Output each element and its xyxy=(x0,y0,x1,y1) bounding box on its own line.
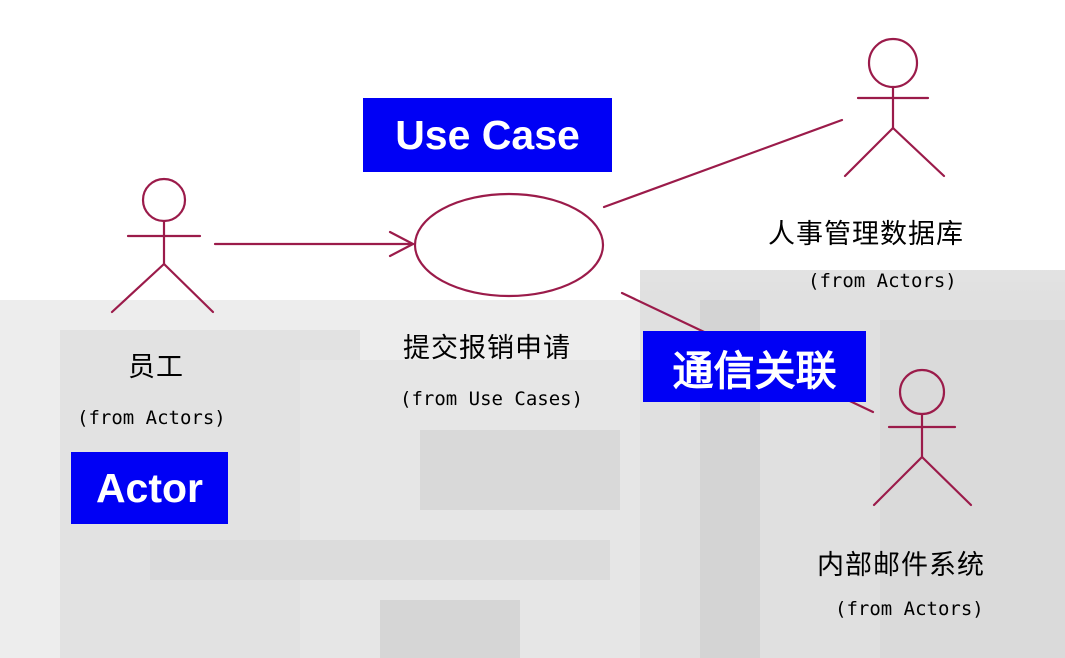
callout-actor: Actor xyxy=(71,452,228,524)
actor-employee-source: (from Actors) xyxy=(77,407,226,429)
actor-employee-figure[interactable] xyxy=(110,177,215,314)
association-line-hr-database[interactable] xyxy=(602,118,844,209)
actor-internal-mail-source: (from Actors) xyxy=(835,598,984,620)
callout-use-case: Use Case xyxy=(363,98,612,172)
actor-internal-mail-figure[interactable] xyxy=(872,368,973,507)
actor-employee-label: 员工 xyxy=(128,352,184,383)
actor-hr-database-source: (from Actors) xyxy=(808,270,957,292)
use-case-source: (from Use Cases) xyxy=(400,388,584,410)
actor-hr-database-label: 人事管理数据库 xyxy=(768,219,964,250)
actor-internal-mail-label: 内部邮件系统 xyxy=(817,550,985,581)
use-case-label: 提交报销申请 xyxy=(403,333,571,364)
association-arrow-employee[interactable] xyxy=(213,230,415,258)
callout-association: 通信关联 xyxy=(643,331,866,402)
use-case-ellipse[interactable] xyxy=(413,192,605,298)
actor-hr-database-figure[interactable] xyxy=(843,37,946,178)
